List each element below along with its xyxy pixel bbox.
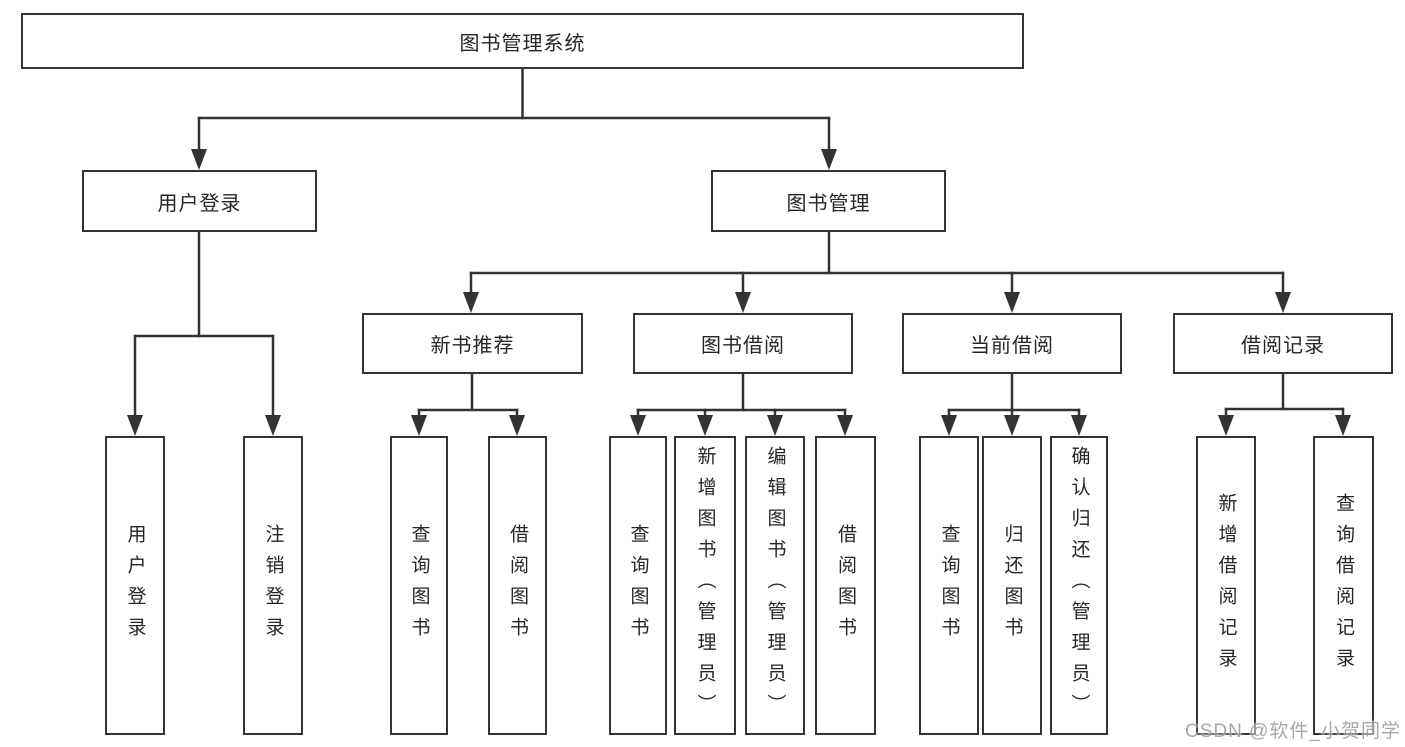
leaf-query-borrow-record: 查询借阅记录 (1313, 436, 1374, 735)
leaf-borrow-books-recommend: 借阅图书 (488, 436, 547, 735)
node-book-management: 图书管理 (711, 170, 946, 232)
node-label: 图书管理系统 (459, 32, 586, 55)
leaf-label: 新增图书（管理员） (694, 446, 716, 725)
leaf-query-books-borrowing: 查询图书 (609, 436, 667, 735)
watermark: CSDN @软件_小贺同学 (1185, 721, 1401, 742)
leaf-query-books-recommend: 查询图书 (390, 436, 448, 735)
node-label: 用户登录 (157, 192, 242, 215)
leaf-confirm-return-admin: 确认归还（管理员） (1050, 436, 1108, 735)
leaf-label: 注销登录 (262, 523, 284, 648)
leaf-borrow-books: 借阅图书 (815, 436, 876, 735)
leaf-add-book-admin: 新增图书（管理员） (674, 436, 736, 735)
leaf-logout: 注销登录 (243, 436, 303, 735)
leaf-label: 查询借阅记录 (1333, 492, 1354, 679)
leaf-return-books: 归还图书 (982, 436, 1042, 735)
node-label: 图书管理 (786, 192, 871, 215)
leaf-label: 用户登录 (124, 523, 146, 648)
leaf-query-books-current: 查询图书 (919, 436, 979, 735)
leaf-label: 确认归还（管理员） (1068, 446, 1090, 725)
leaf-label: 借阅图书 (507, 523, 528, 648)
leaf-edit-book-admin: 编辑图书（管理员） (745, 436, 805, 735)
leaf-label: 借阅图书 (835, 523, 856, 648)
node-library-management-system: 图书管理系统 (21, 13, 1024, 69)
node-label: 新书推荐 (430, 335, 515, 357)
node-label: 当前借阅 (970, 335, 1054, 357)
node-new-book-recommendation: 新书推荐 (362, 313, 583, 374)
node-borrowing-records: 借阅记录 (1173, 313, 1393, 374)
node-current-borrowing: 当前借阅 (902, 313, 1122, 374)
node-book-borrowing: 图书借阅 (633, 313, 853, 374)
node-label: 借阅记录 (1241, 335, 1325, 357)
leaf-label: 新增借阅记录 (1215, 492, 1237, 679)
leaf-user-login: 用户登录 (105, 436, 165, 735)
leaf-add-borrow-record: 新增借阅记录 (1196, 436, 1256, 735)
leaf-label: 查询图书 (938, 523, 960, 648)
leaf-label: 查询图书 (408, 523, 430, 648)
node-label: 图书借阅 (701, 335, 785, 357)
leaf-label: 查询图书 (627, 523, 649, 648)
leaf-label: 编辑图书（管理员） (764, 446, 786, 725)
leaf-label: 归还图书 (1001, 523, 1023, 648)
node-user-login: 用户登录 (82, 170, 317, 232)
